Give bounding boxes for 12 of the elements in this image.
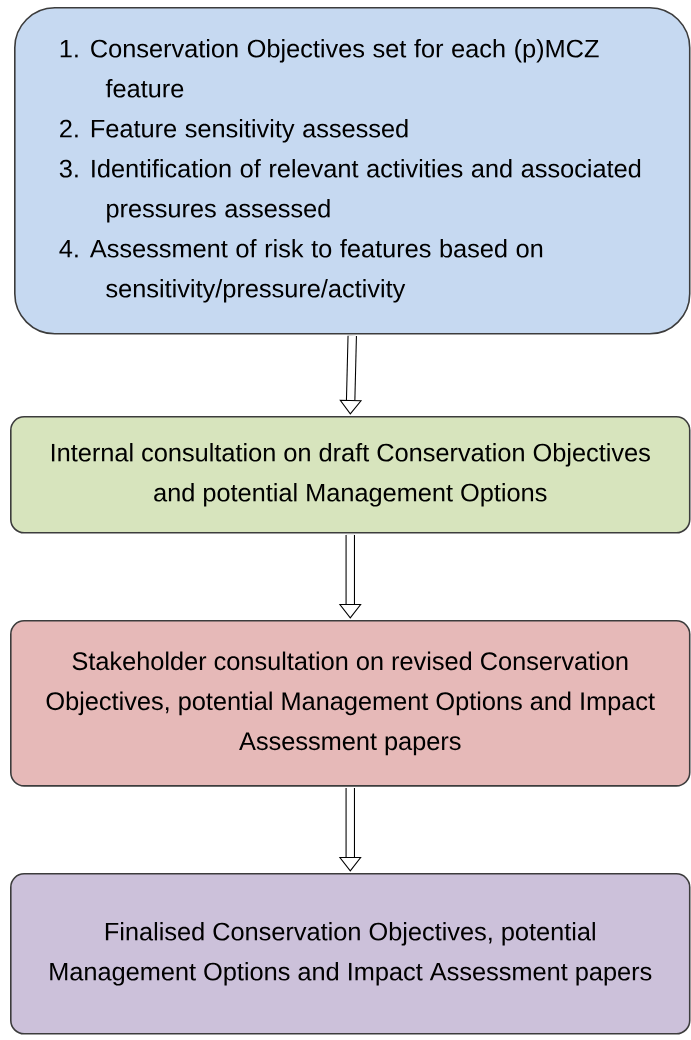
process-box — [10, 620, 691, 787]
block-arrow — [339, 335, 363, 415]
list-item: 4. Assessment of risk to features based on sensitivity/pressure/activity — [59, 239, 543, 303]
step-text: Stakeholder consultation on revised Conservation Objectives, potential Management Options and Impact Assessment papers — [46, 651, 655, 756]
list-item: 1. Conservation Objectives set for each (p)MCZ feature — [60, 39, 599, 98]
list-box — [14, 7, 691, 335]
process-box — [10, 416, 691, 534]
list-item: 3. Identification of relevant activities and associated pressures assessed — [59, 159, 641, 223]
process-box — [10, 873, 691, 1035]
step-text: Finalised Conservation Objectives, potential Management Options and Impact Assessment papers — [50, 922, 652, 986]
step-text: Internal consultation on draft Conservation Objectives and potential Management Options — [51, 443, 650, 507]
list-item: 2. Feature sensitivity assessed — [60, 119, 408, 143]
